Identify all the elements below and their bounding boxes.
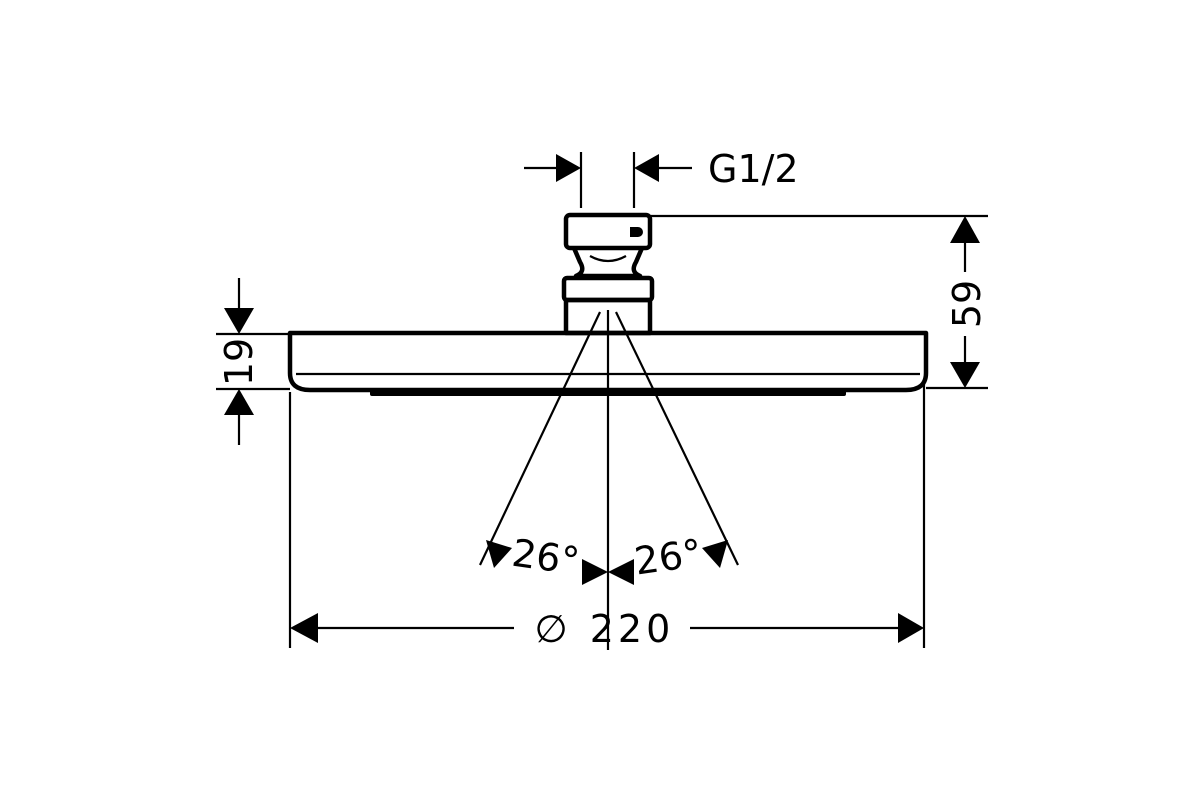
diameter-label: 220 [590,607,675,651]
arrowhead-center-left [582,559,608,585]
arrowhead-left [290,613,318,643]
arrowhead-right-spray [702,540,728,568]
arrowhead-left-spray [486,540,512,568]
arrowhead-up [224,389,254,415]
head-height-label: 19 [217,338,261,386]
stem-collar [561,275,655,303]
arrowhead-down [950,362,980,388]
thread-label: G1/2 [708,147,799,191]
arrowhead-center-right [608,559,634,585]
arrowhead-right [556,154,581,182]
arrowhead-up [950,216,980,243]
arrowhead-down [224,308,254,334]
total-height-dimension: 59 [650,214,989,390]
spray-line-left [479,311,601,566]
spray-line-right [615,311,739,566]
head-disc [287,330,929,393]
arrowhead-right [898,613,924,643]
spray-angle-dimension: 26° 26° [479,310,739,650]
nut-dot [630,227,643,237]
angle-right-label: 26° [632,531,705,584]
angle-left-label: 26° [509,531,582,584]
diameter-symbol: ∅ [534,607,567,651]
total-height-label: 59 [945,280,989,328]
arrowhead-left [634,154,659,182]
head-height-dimension: 19 [216,278,290,445]
thread-dimension: G1/2 [524,147,799,208]
swivel-ball-line [589,255,627,263]
connector-nut [563,212,653,251]
diameter-dimension: ∅ 220 [288,380,926,651]
